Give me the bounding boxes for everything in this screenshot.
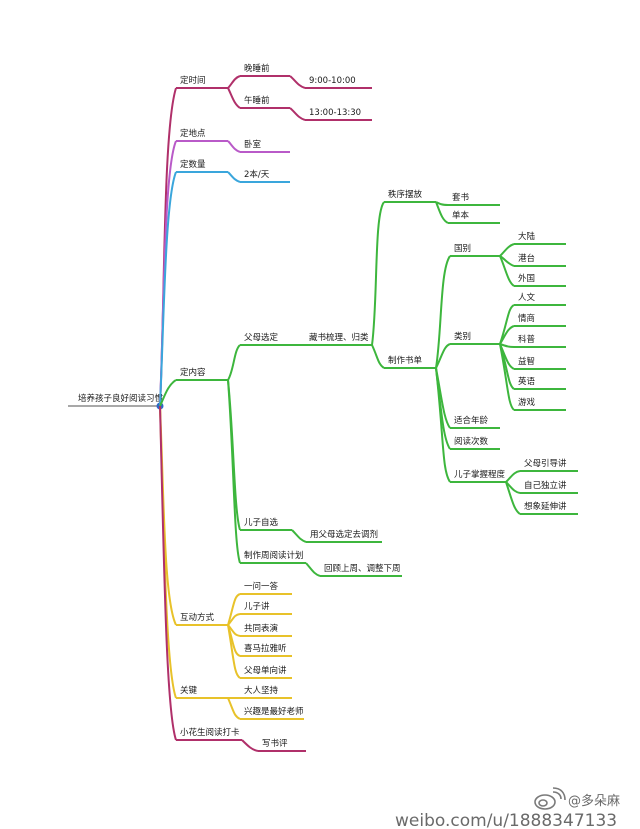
label-before-sleep: 晚睡前 — [244, 63, 270, 74]
label-ximalaya: 喜马拉雅听 — [244, 643, 287, 654]
link-before-sleep-time — [289, 75, 306, 89]
watermark-url: weibo.com/u/1888347133 — [395, 811, 617, 829]
label-son-tells: 儿子讲 — [244, 601, 270, 612]
link-single-books — [435, 201, 449, 224]
label-before-sleep-time: 9:00-10:00 — [309, 76, 356, 86]
label-catalog: 制作书单 — [388, 355, 423, 366]
label-imagination: 想象延伸讲 — [524, 501, 567, 512]
link-bedroom — [227, 140, 241, 153]
branch-quantity — [159, 171, 290, 407]
link-parent-pick — [227, 344, 241, 381]
label-parent-tells: 父母单向讲 — [244, 665, 287, 676]
label-qa: 一问一答 — [244, 581, 279, 592]
label-set-books: 套书 — [452, 192, 470, 203]
link-catalog — [371, 344, 385, 369]
link-order — [371, 201, 385, 346]
label-weekly-plan: 制作周阅读计划 — [244, 550, 304, 561]
label-time: 定时间 — [180, 75, 206, 86]
link-before-nap-time — [289, 107, 306, 121]
root-node: 培养孩子良好阅读习惯 — [68, 393, 164, 410]
link-mainland — [499, 243, 515, 257]
label-mastery: 儿子掌握程度 — [454, 469, 506, 480]
branch-content — [159, 201, 578, 577]
link-foreign — [499, 255, 515, 287]
link-region — [435, 255, 451, 369]
label-before-nap: 午睡前 — [244, 95, 270, 106]
link-guided — [505, 470, 521, 483]
trunk-quantity — [159, 171, 177, 407]
link-weekly-plan-note — [305, 562, 321, 577]
watermark-handle: @多朵麻 — [568, 793, 620, 809]
label-content: 定内容 — [180, 367, 206, 378]
link-imagination — [505, 481, 521, 515]
link-interest — [227, 697, 241, 720]
label-category: 类别 — [454, 331, 471, 342]
branch-checkin — [159, 405, 306, 752]
branch-time — [159, 75, 372, 407]
label-order: 秩序摆放 — [388, 189, 423, 200]
label-before-nap-time: 13:00-13:30 — [309, 108, 361, 118]
link-mastery — [435, 367, 451, 483]
label-age: 适合年龄 — [454, 415, 489, 426]
branch-place — [159, 140, 290, 407]
label-puzzle: 益智 — [518, 356, 535, 367]
label-son-pick: 儿子自选 — [244, 517, 279, 528]
label-mainland: 大陆 — [518, 231, 536, 242]
label-science: 科普 — [518, 334, 536, 345]
label-weekly-plan-note: 回顾上周、调整下周 — [324, 563, 401, 574]
link-before-nap — [227, 87, 241, 109]
root-label: 培养孩子良好阅读习惯 — [78, 393, 164, 404]
label-guided: 父母引导讲 — [524, 458, 567, 469]
label-bedroom: 卧室 — [244, 139, 262, 150]
label-hk-tw: 港台 — [518, 253, 535, 264]
label-read-count: 阅读次数 — [454, 436, 489, 447]
label-key: 关键 — [180, 685, 198, 696]
link-weekly-plan — [227, 379, 241, 564]
link-qa — [227, 593, 241, 626]
label-quantity-value: 2本/天 — [244, 169, 270, 180]
label-son-pick-note: 用父母选定去调剂 — [310, 529, 378, 540]
link-son-tells — [227, 613, 241, 626]
link-before-sleep — [227, 75, 241, 89]
label-interaction: 互动方式 — [180, 612, 215, 623]
label-review: 写书评 — [262, 738, 288, 749]
watermark: @多朵麻 weibo.com/u/1888347133 — [395, 787, 620, 829]
weibo-logo-icon — [534, 787, 566, 810]
label-checkin: 小花生阅读打卡 — [180, 727, 240, 738]
link-eq — [499, 325, 515, 345]
trunk-content — [159, 379, 177, 407]
link-parent-tells — [227, 624, 241, 679]
label-place: 定地点 — [180, 128, 206, 139]
label-eq: 情商 — [518, 313, 535, 324]
label-single-books: 单本 — [452, 210, 470, 221]
label-independent: 自己独立讲 — [524, 480, 567, 491]
link-science — [499, 343, 515, 348]
link-humanities — [499, 304, 515, 345]
link-quantity-value — [227, 171, 241, 183]
label-region: 国别 — [454, 244, 471, 254]
label-perform: 共同表演 — [244, 623, 279, 634]
trunk-checkin — [159, 405, 177, 741]
label-sort: 藏书梳理、归类 — [309, 332, 369, 343]
label-games: 游戏 — [518, 397, 536, 408]
label-english: 英语 — [518, 376, 536, 387]
label-humanities: 人文 — [518, 292, 536, 303]
label-foreign: 外国 — [518, 273, 535, 284]
label-interest: 兴趣是最好老师 — [244, 706, 304, 717]
link-review — [241, 739, 259, 752]
link-games — [499, 343, 515, 411]
label-quantity: 定数量 — [180, 159, 206, 170]
label-persist: 大人坚持 — [244, 685, 279, 696]
label-parent-pick: 父母选定 — [244, 332, 279, 343]
link-category — [435, 343, 451, 369]
link-son-pick-note — [291, 529, 307, 543]
